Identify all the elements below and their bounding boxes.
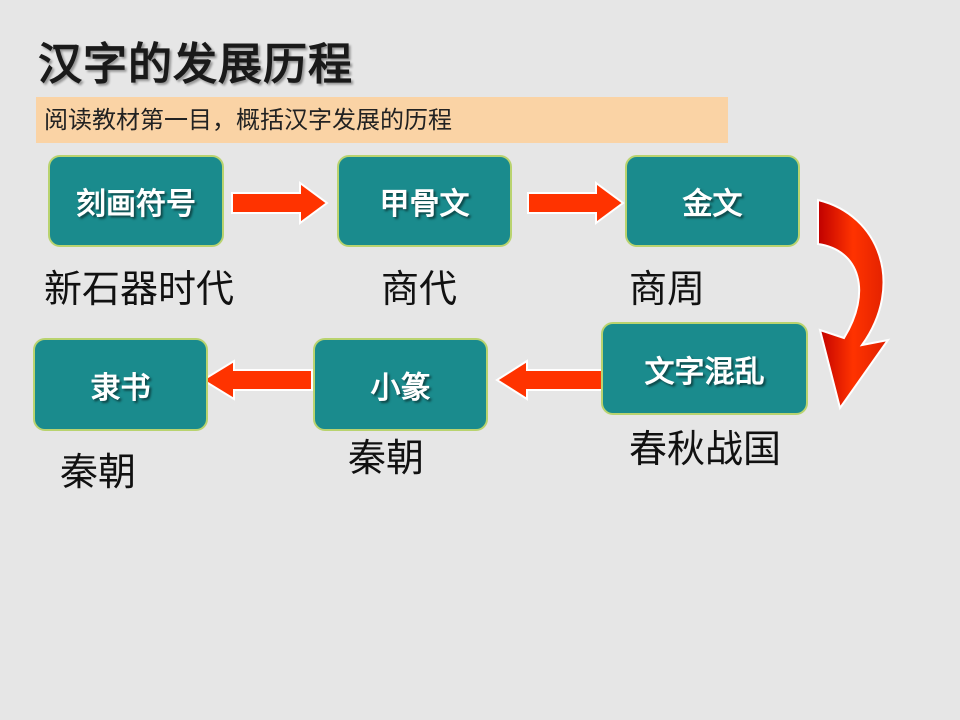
stage-label: 金文: [682, 187, 743, 222]
instruction-banner: 阅读教材第一目，概括汉字发展的历程: [36, 97, 728, 143]
stage-label: 甲骨文: [379, 187, 470, 222]
arrow-left-icon: [495, 359, 609, 401]
period-label: 秦朝: [348, 436, 425, 480]
stage-box-small-seal: 小篆: [313, 338, 488, 431]
stage-label: 文字混乱: [644, 354, 765, 390]
period-label: 商周: [629, 267, 706, 311]
stage-label: 刻画符号: [76, 187, 196, 222]
stage-box-oracle-bone: 甲骨文: [337, 155, 512, 247]
period-label: 春秋战国: [629, 427, 782, 471]
period-label: 商代: [381, 267, 458, 311]
period-label: 秦朝: [60, 450, 137, 494]
curved-arrow-icon: [817, 198, 891, 411]
period-label: 新石器时代: [44, 267, 235, 311]
page-title: 汉字的发展历程: [38, 39, 353, 90]
stage-label: 隶书: [90, 370, 151, 406]
arrow-left-icon: [201, 359, 313, 401]
stage-box-clerical-script: 隶书: [33, 338, 208, 431]
stage-box-carved-symbols: 刻画符号: [48, 155, 224, 247]
stage-label: 小篆: [370, 370, 431, 406]
stage-box-bronze-script: 金文: [625, 155, 800, 247]
stage-box-script-chaos: 文字混乱: [601, 322, 808, 415]
arrow-right-icon: [527, 181, 625, 225]
arrow-right-icon: [231, 181, 329, 225]
